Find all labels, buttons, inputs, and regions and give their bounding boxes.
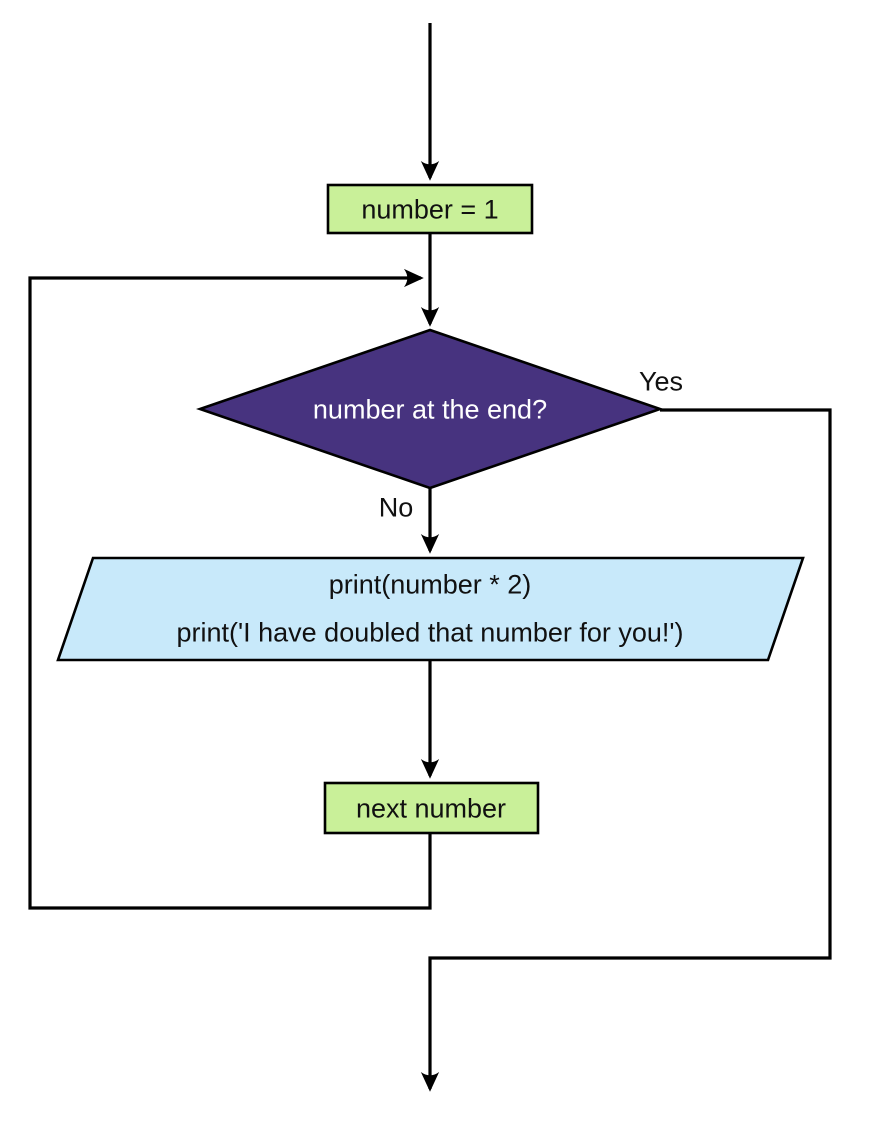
- io-parallelogram: [56, 556, 805, 662]
- next-box-label: next number: [355, 793, 507, 824]
- edge-loop-return: [28, 268, 432, 910]
- io-text-line1: print(number * 2): [328, 569, 532, 600]
- io-text-line2: print('I have doubled that number for yo…: [176, 617, 684, 648]
- yes-branch-label: Yes: [638, 366, 684, 397]
- process-box-init: [326, 183, 534, 235]
- init-box-label: number = 1: [361, 194, 499, 225]
- edge-yes-exit: [420, 408, 832, 1092]
- decision-label: number at the end?: [312, 394, 548, 425]
- decision-diamond: [195, 328, 665, 490]
- process-box-next: [323, 781, 540, 835]
- no-branch-label: No: [378, 492, 414, 523]
